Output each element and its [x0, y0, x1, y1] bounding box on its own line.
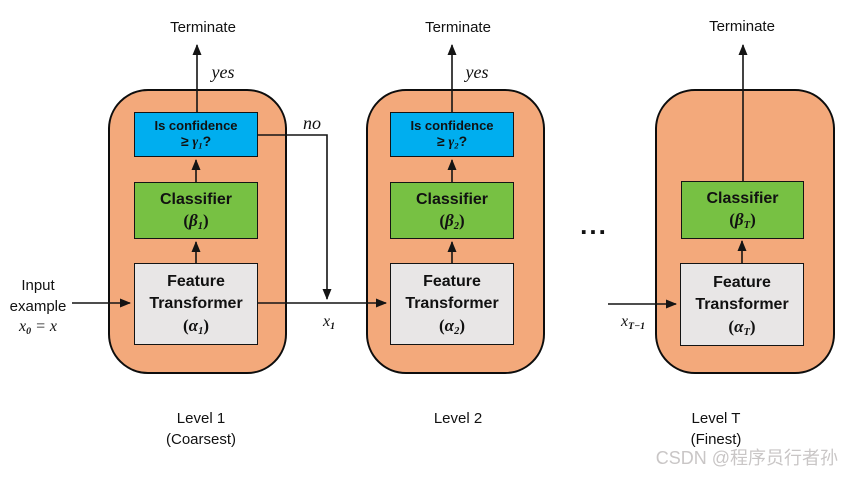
gamma-symbol: γ [448, 135, 455, 150]
alpha-symbol: α [188, 316, 199, 335]
caption-levelT: Level T (Finest) [691, 408, 742, 450]
feature-title-line2: Transformer [695, 295, 789, 313]
feature-parameter: (α1) [182, 316, 209, 338]
yes-label-level2: yes [465, 62, 489, 82]
gamma-symbol: γ [192, 135, 199, 150]
terminate-label-levelT: Terminate [709, 18, 775, 35]
x1-signal-label: x1 [322, 313, 336, 332]
classifier-box-level1: Classifier (β1) [134, 182, 258, 239]
confidence-box-level1: Is confidence ≥ γ1? [134, 112, 258, 157]
caption-level2: Level 2 [434, 408, 482, 429]
caption-levelT-line2: (Finest) [690, 431, 742, 448]
feature-parameter: (αT) [728, 316, 756, 338]
classifier-box-levelT: Classifier (βT) [681, 181, 804, 239]
no-label-level1: no [303, 113, 321, 133]
classifier-title: Classifier [159, 190, 233, 208]
feature-title-line2: Transformer [405, 295, 499, 312]
input-label-line2: example [9, 297, 67, 315]
input-math-label: x0 = x [19, 318, 57, 337]
classifier-parameter: (β1) [183, 210, 209, 232]
confidence-question-text: Is confidence [410, 118, 494, 133]
classifier-parameter: (βT) [729, 210, 756, 232]
classifier-title: Classifier [415, 190, 489, 208]
classifier-title: Classifier [706, 190, 779, 207]
beta-symbol: β [189, 210, 198, 230]
feature-title-line1: Feature [713, 273, 771, 291]
alpha-symbol: α [444, 316, 455, 335]
classifier-parameter: (β2) [439, 210, 465, 232]
confidence-threshold-text: ≥ γ1? [180, 133, 212, 151]
xT-1-signal-label: xT−1 [620, 313, 646, 332]
terminate-label-level2: Terminate [425, 19, 491, 36]
caption-levelT-line1: Level T [691, 410, 741, 427]
feature-transformer-box-level1: Feature Transformer (α1) [134, 263, 258, 345]
confidence-box-level2: Is confidence ≥ γ2? [390, 112, 514, 157]
input-label-line1: Input [21, 277, 55, 294]
beta-symbol: β [734, 210, 744, 229]
caption-level2-line1: Level 2 [433, 410, 483, 427]
feature-title-line1: Feature [423, 273, 481, 290]
feature-title-line1: Feature [167, 273, 225, 290]
feature-parameter: (α2) [438, 316, 465, 338]
feature-transformer-box-levelT: Feature Transformer (αT) [680, 263, 804, 346]
feature-title-line2: Transformer [149, 295, 243, 312]
confidence-question-text: Is confidence [154, 118, 238, 133]
beta-symbol: β [445, 210, 454, 230]
terminate-label-level1: Terminate [170, 19, 236, 36]
input-example-label: Input example x0 = x [2, 276, 74, 338]
caption-level1-line2: (Coarsest) [165, 431, 237, 448]
caption-level1: Level 1 (Coarsest) [166, 408, 236, 450]
feature-transformer-box-level2: Feature Transformer (α2) [390, 263, 514, 345]
ellipsis-between-levels: ... [580, 210, 608, 240]
confidence-threshold-text: ≥ γ2? [436, 133, 468, 151]
csdn-watermark: CSDN @程序员行者孙 [655, 448, 838, 468]
classifier-box-level2: Classifier (β2) [390, 182, 514, 239]
alpha-symbol: α [734, 316, 744, 336]
yes-label-level1: yes [211, 62, 235, 82]
caption-level1-line1: Level 1 [176, 410, 226, 427]
